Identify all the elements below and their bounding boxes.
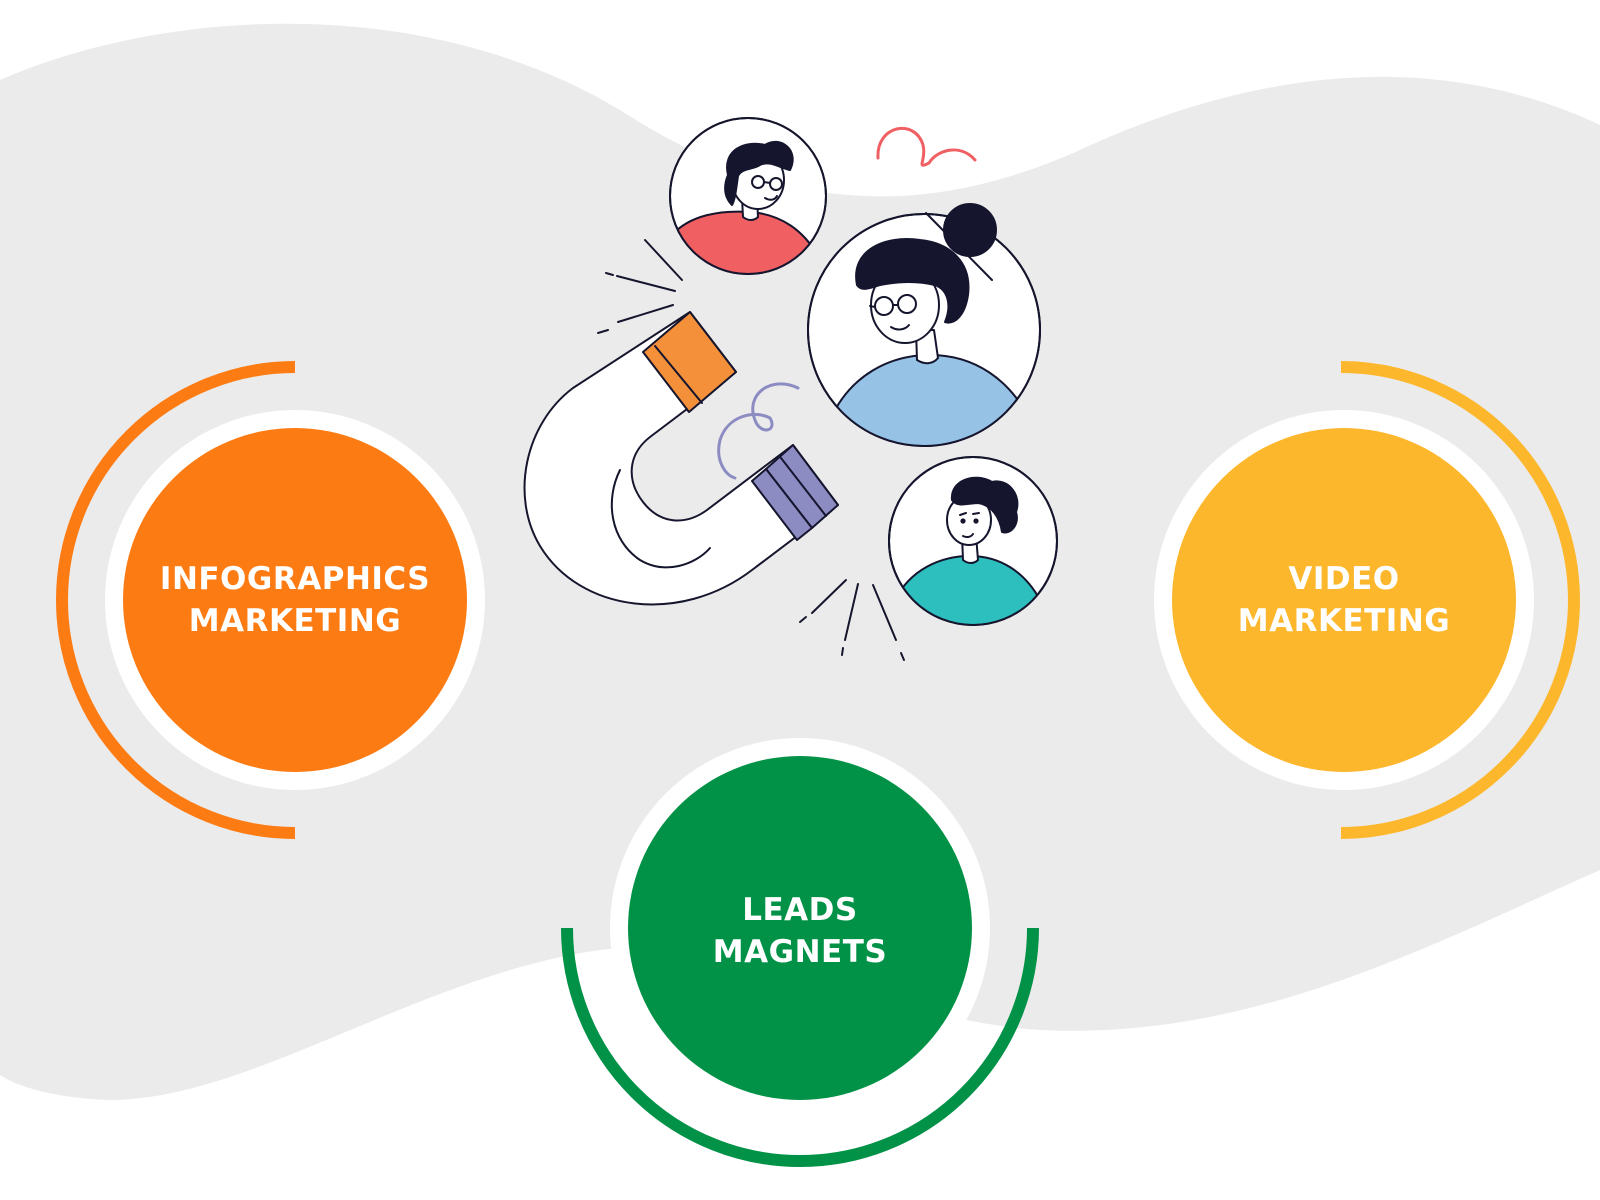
- video-outer-arc: [1340, 361, 1580, 839]
- background-blob: [0, 23, 1600, 1101]
- leads-circle: [628, 756, 972, 1100]
- person-red-shirt-icon: [669, 117, 827, 275]
- node-leads-magnets: LEADS MAGNETS: [561, 738, 1039, 1167]
- infographics-outer-arc: [56, 361, 296, 839]
- infographics-label-line1: INFOGRAPHICS: [160, 561, 430, 597]
- node-video-marketing: VIDEO MARKETING: [1154, 361, 1580, 839]
- video-circle: [1172, 428, 1516, 772]
- infographics-label-line2: MARKETING: [189, 603, 401, 639]
- motion-lines-top-icon: [597, 239, 683, 334]
- squiggle-purple-icon: [717, 382, 800, 480]
- magnet-icon: [523, 311, 839, 606]
- video-label-line1: VIDEO: [1288, 561, 1399, 597]
- motion-lines-bottom-icon: [799, 579, 905, 661]
- leads-outer-arc: [561, 927, 1039, 1167]
- leads-label-line2: MAGNETS: [713, 934, 887, 970]
- squiggle-red-icon: [876, 127, 977, 167]
- node-infographics-marketing: INFOGRAPHICS MARKETING: [56, 361, 485, 839]
- background-bump: [0, 640, 6, 720]
- leads-label-line1: LEADS: [742, 892, 857, 928]
- magnet-illustration: [523, 117, 1058, 661]
- video-label-line2: MARKETING: [1238, 603, 1450, 639]
- infographics-circle: [123, 428, 467, 772]
